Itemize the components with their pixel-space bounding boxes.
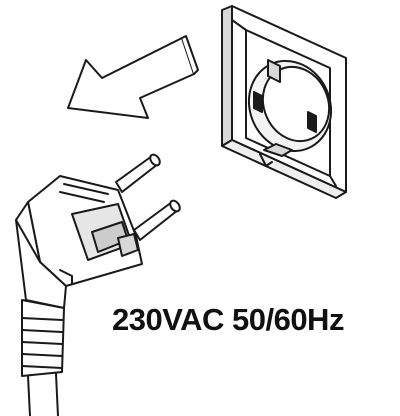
- wall-socket-icon: [221, 5, 347, 199]
- power-plug-icon: [15, 153, 181, 377]
- insert-arrow-icon: [67, 35, 199, 119]
- voltage-frequency-label: 230VAC 50/60Hz: [112, 302, 344, 337]
- power-cable-icon: [27, 373, 59, 416]
